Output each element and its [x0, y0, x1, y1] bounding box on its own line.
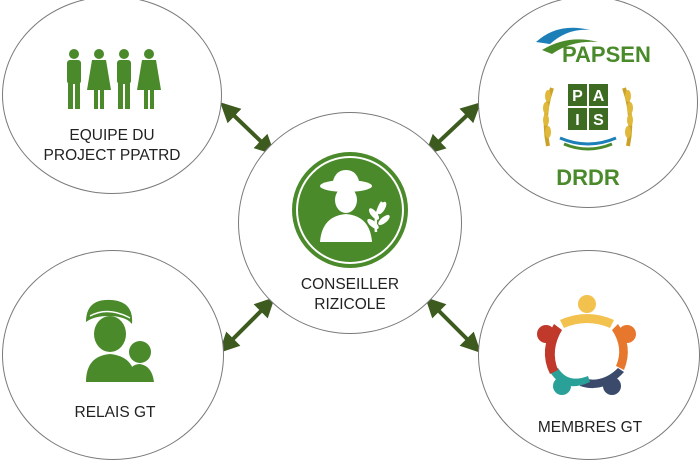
rice-advisor-line1: CONSEILLER: [300, 276, 400, 293]
node-project-team: [2, 0, 222, 194]
node-drdr: [478, 0, 698, 208]
arrow-top-right: [425, 102, 481, 155]
pais-letter-i: I: [575, 112, 579, 129]
arrow-bottom-right: [425, 297, 481, 353]
project-team-line2: PROJECT PPATRD: [43, 147, 181, 164]
community-circle-icon: [537, 295, 636, 395]
project-team-line1: EQUIPE DU: [69, 127, 155, 144]
node-gt-members: [478, 250, 700, 460]
pais-letter-s: S: [593, 112, 604, 129]
relay-gt-label: RELAIS GT: [74, 404, 156, 421]
group-people-icon: [67, 49, 161, 109]
mother-child-icon: [86, 299, 154, 382]
rice-advisor-label: CONSEILLER RIZICOLE: [260, 275, 440, 315]
arrow-bottom-left: [219, 297, 275, 353]
pais-letter-a: A: [593, 88, 605, 105]
farmer-icon: [292, 152, 408, 268]
papsen-logo-text: PAPSEN: [562, 42, 651, 66]
pais-letter-p: P: [572, 88, 583, 105]
pais-logo-icon: P A I S: [543, 84, 633, 151]
rice-advisor-line2: RIZICOLE: [314, 296, 386, 313]
project-team-label: EQUIPE DU PROJECT PPATRD: [22, 126, 202, 166]
drdr-label: DRDR: [556, 165, 620, 190]
gt-members-label: MEMBRES GT: [537, 419, 643, 436]
arrow-top-left: [220, 102, 275, 155]
papsen-logo-icon: PAPSEN: [536, 27, 651, 66]
